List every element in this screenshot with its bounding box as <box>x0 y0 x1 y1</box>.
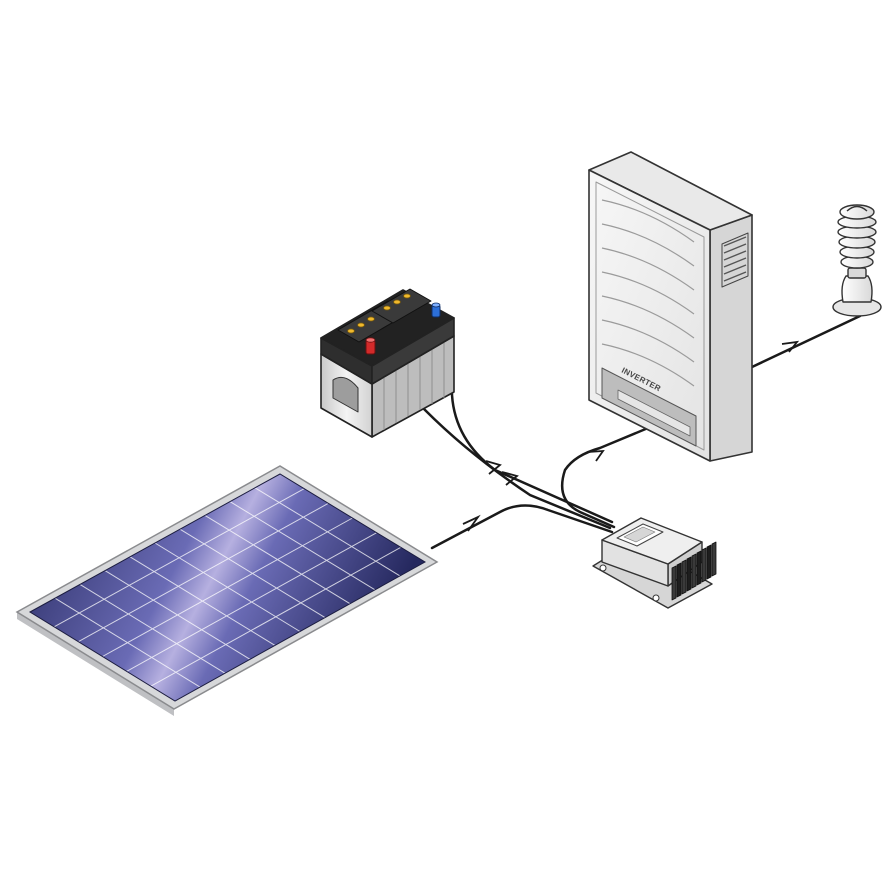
solar-panel <box>15 465 439 716</box>
battery-negative-terminal <box>431 302 441 318</box>
arrow-battery-to-controller-2 <box>501 471 519 486</box>
arrow-controller-to-inverter <box>587 449 605 462</box>
battery-positive-terminal <box>365 337 376 355</box>
arrow-panel-to-controller <box>462 514 481 532</box>
wire-panel-to-controller <box>430 504 614 550</box>
battery-cell-caps <box>347 293 411 334</box>
lamp-spiral-bulb <box>837 204 877 269</box>
arrow-battery-to-controller <box>485 460 502 475</box>
inverter-side-vent <box>723 236 747 282</box>
inverter: INVERTER <box>588 151 753 462</box>
charge-controller <box>592 517 717 609</box>
wire-controller-to-inverter <box>560 426 650 529</box>
inverter-front-grooves <box>601 199 695 387</box>
charge-controller-heatsink <box>671 541 717 601</box>
flow-arrows <box>462 340 800 532</box>
lamp <box>832 204 882 317</box>
charge-controller-body <box>601 517 703 565</box>
battery <box>320 288 455 438</box>
arrow-inverter-to-lamp <box>781 340 800 353</box>
wire-inverter-to-lamp <box>750 314 862 369</box>
solar-panel-grid <box>53 487 402 688</box>
